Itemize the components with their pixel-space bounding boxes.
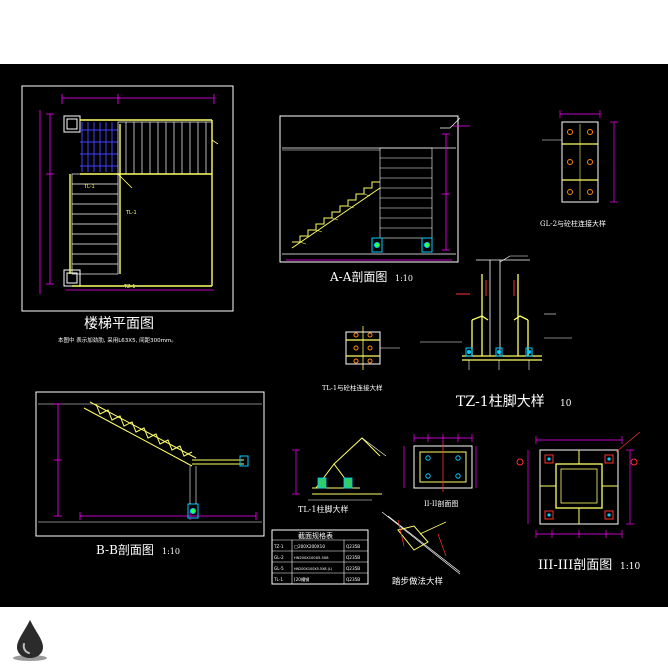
step-detail-title: 踏步做法大样 [392, 576, 444, 587]
plan-tag-tl1-b: TL-1 [83, 184, 95, 190]
gl2-detail-title: GL-2与砼柱连接大样 [540, 219, 606, 228]
section-bb-truss [83, 401, 244, 467]
section-aa-title: A-A剖面图 [329, 270, 387, 284]
section-aa-view: A-A剖面图 1:10 [279, 115, 470, 284]
spec-row-1-member: GL-2 [274, 555, 284, 560]
tl1-foot-bolts [317, 477, 353, 489]
gl2-detail-view: GL-2与砼柱连接大样 [540, 110, 618, 228]
section-bb-view: B-B剖面图 1:10 [35, 391, 265, 557]
section-iii-title: III-III剖面图 [538, 558, 612, 573]
plan-upper-treads [117, 121, 213, 175]
section-ii-bolts [425, 455, 461, 479]
plan-note: 本图中 表示加劲肋, 采用L63X5, 间距300mm。 [58, 336, 177, 344]
tl1-bolts [353, 332, 373, 364]
spec-table: 截面规格表 TZ-1 □200X200X10 Q235B GL-2 HN200X… [271, 529, 369, 585]
spec-table-title: 截面规格表 [298, 531, 333, 540]
tz1-foot-title: TZ-1柱脚大样 [456, 394, 545, 410]
section-bb-title: B-B剖面图 [96, 543, 154, 557]
section-iii-dimensions [527, 436, 634, 538]
section-iii-view: III-III剖面图 1:10 [516, 431, 640, 573]
section-bb-frame [35, 391, 265, 537]
spec-table-frame [271, 529, 369, 585]
section-bb-scale: 1:10 [162, 547, 180, 556]
spec-row-3-grade: Q235B [346, 577, 360, 582]
section-iii-bolts [544, 454, 614, 520]
plan-tag-tl1-a: TL-1 [125, 210, 137, 216]
spec-row-0-grade: Q235B [346, 544, 360, 549]
section-aa-stair [292, 181, 380, 243]
plan-landing-rebar [80, 122, 118, 172]
tl1-foot-view: TL-1柱脚大样 [292, 437, 387, 514]
spec-row-2-section: HN200X100X5.5X8 (L) [294, 567, 333, 571]
tl1-detail-title: TL-1与砼柱连接大样 [322, 383, 383, 392]
plan-view: TL-1 TL-1 TZ-1 楼梯平面图 本图中 表示加劲肋, 采用L63X5,… [21, 85, 234, 344]
tl1-detail-view: TL-1与砼柱连接大样 [322, 326, 400, 392]
gl2-bolts [567, 129, 593, 195]
plan-frame [21, 85, 234, 312]
step-detail-view: 踏步做法大样 [381, 511, 461, 587]
section-ii-title: II-II剖面图 [424, 499, 458, 508]
spec-row-0-member: TZ-1 [273, 544, 284, 549]
tz1-anchor-bolts [465, 347, 533, 357]
gl2-plate [561, 121, 599, 203]
section-aa-treads [379, 147, 433, 239]
spec-row-3-member: TL-1 [273, 577, 283, 582]
spec-row-1-grade: Q235B [346, 555, 360, 560]
spec-row-2-grade: Q235B [346, 566, 360, 571]
section-aa-scale: 1:10 [395, 274, 413, 283]
plan-column-top [63, 115, 81, 133]
plan-lower-treads [71, 173, 119, 275]
section-aa-frame [279, 115, 459, 263]
tz1-foot-view: TZ-1柱脚大样 10 [420, 255, 572, 410]
spec-row-1-section: HN200X100X5.5X8 [294, 556, 329, 560]
section-aa-dimensions [286, 125, 470, 261]
cad-drawing: TL-1 TL-1 TZ-1 楼梯平面图 本图中 表示加劲肋, 采用L63X5,… [21, 85, 640, 587]
plan-dimensions [39, 94, 215, 294]
plan-title: 楼梯平面图 [84, 316, 154, 332]
section-aa-bolts [371, 237, 433, 253]
step-angle [397, 525, 429, 551]
tl1-foot-title: TL-1柱脚大样 [298, 504, 348, 514]
spec-row-3-section: [20槽钢 [294, 576, 309, 583]
plan-tag-tz1: TZ-1 [123, 284, 135, 290]
tz1-foot-scale: 10 [560, 399, 572, 409]
tz1-cut-markers [456, 280, 515, 296]
section-ii-view: II-II剖面图 [403, 434, 477, 508]
spec-row-0-section: □200X200X10 [294, 544, 325, 549]
drawing-sheet: TL-1 TL-1 TZ-1 楼梯平面图 本图中 表示加劲肋, 采用L63X5,… [0, 64, 668, 607]
spec-row-2-member: GL-5 [274, 566, 284, 571]
section-bb-dimensions [54, 403, 257, 520]
tz1-column [462, 274, 542, 361]
ink-drop-icon [13, 620, 47, 661]
section-bb-bolts [187, 455, 249, 519]
plan-stringers [69, 119, 213, 287]
section-iii-scale: 1:10 [620, 562, 640, 572]
